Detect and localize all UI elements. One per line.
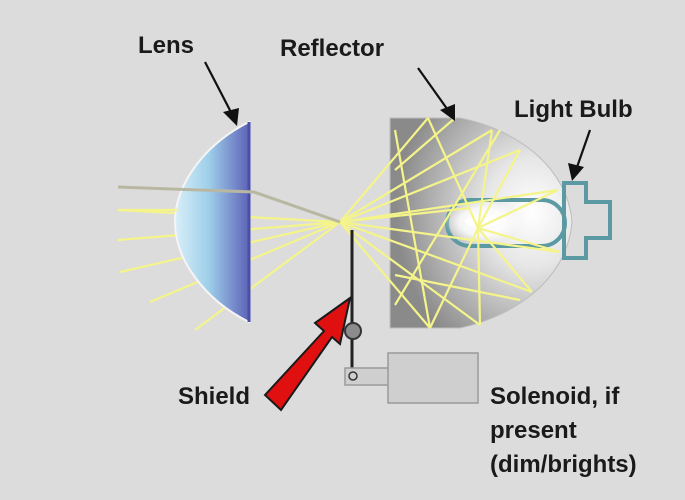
ray — [394, 117, 456, 171]
reflector-label: Reflector — [280, 35, 385, 62]
solenoid-pin — [348, 371, 358, 381]
ray — [426, 117, 480, 229]
lens-arrowhead — [223, 108, 239, 126]
ray — [393, 129, 432, 329]
solenoid-label: Solenoid, if present (dim/brights) — [490, 383, 637, 478]
ray — [429, 227, 479, 329]
ray — [339, 221, 431, 329]
ray — [339, 129, 493, 223]
reflector-arrowhead — [440, 104, 455, 121]
bulb-arrow-line — [574, 129, 592, 171]
ray — [194, 221, 341, 331]
ray — [477, 226, 561, 254]
bulb-arrowhead — [568, 163, 584, 181]
ray — [477, 227, 533, 293]
shield-pivot — [344, 322, 362, 340]
ray — [477, 189, 559, 229]
shield-label: Shield — [178, 383, 251, 410]
ray — [394, 273, 521, 302]
lens-label: Lens — [138, 32, 195, 59]
light-rays — [117, 117, 561, 331]
ray — [394, 129, 501, 306]
reflector-arrow-line — [417, 67, 451, 114]
ray — [339, 148, 521, 224]
shield-pointer-arrow — [263, 295, 352, 412]
solenoid-body — [387, 352, 479, 404]
bulb-base-outline — [562, 181, 612, 260]
gray-beam — [117, 185, 341, 224]
lens-arrow-line — [204, 61, 235, 119]
light-bulb-label: Light Bulb — [514, 96, 633, 123]
label-arrows — [204, 61, 592, 171]
ray — [339, 188, 559, 224]
ray — [477, 149, 521, 229]
ray — [339, 117, 429, 223]
ray — [476, 227, 482, 326]
ray — [339, 221, 481, 326]
lens — [173, 120, 250, 324]
ray — [339, 220, 561, 254]
ray — [339, 220, 533, 294]
ray — [339, 206, 471, 224]
